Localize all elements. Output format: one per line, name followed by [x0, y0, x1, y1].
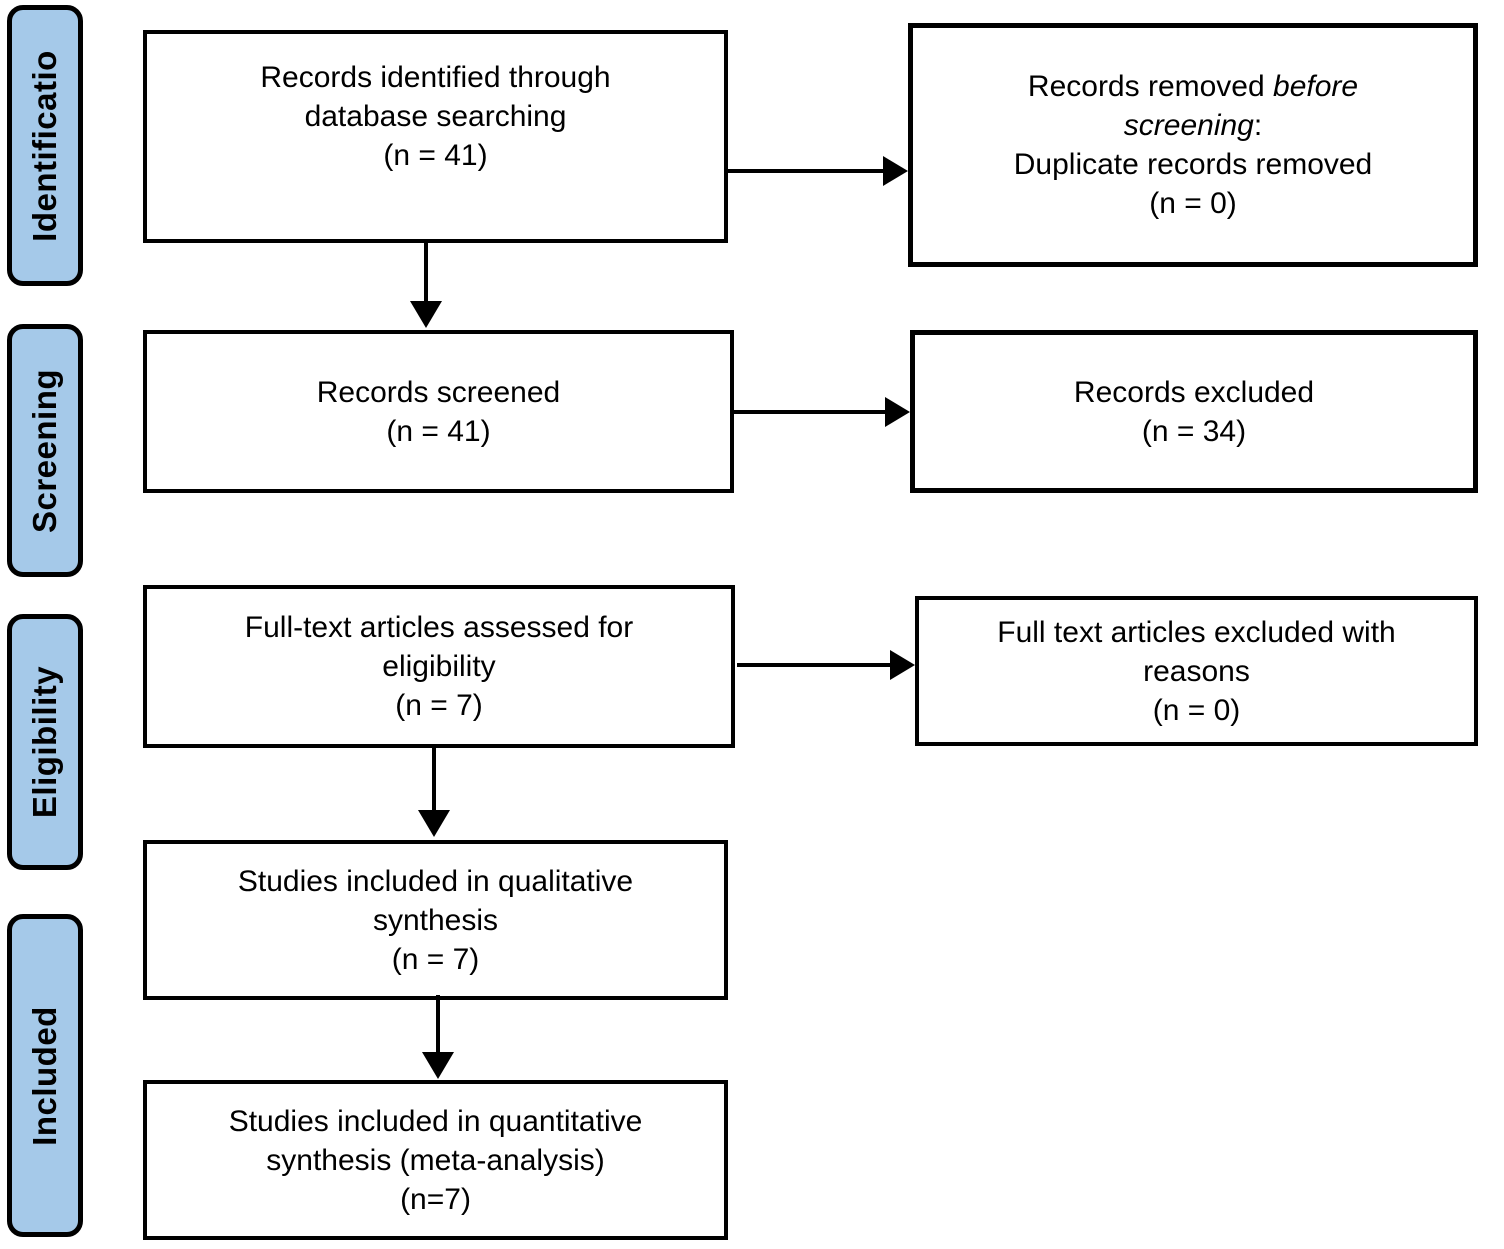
text-line: Full text articles excluded with	[997, 615, 1396, 649]
text-line: Duplicate records removed	[1013, 148, 1373, 181]
box-quantitative-synthesis: Studies included in quantitative synthes…	[143, 1080, 728, 1240]
arrow-screened-to-excluded-head	[885, 397, 910, 427]
text-line: database searching	[304, 100, 567, 133]
text-line: (n = 41)	[386, 414, 491, 448]
arrow-fulltext-to-excluded-head	[890, 650, 915, 680]
arrow-fulltext-to-qualitative-head	[418, 810, 450, 837]
stage-screening: Screening	[7, 324, 83, 577]
text-line: (n = 0)	[1152, 693, 1241, 727]
stage-identification-label: Identificatio	[26, 49, 63, 242]
text-line: synthesis (meta-analysis)	[266, 1143, 605, 1177]
arrow-identified-to-removed-head	[883, 156, 908, 186]
text-segment: Records removed	[1027, 70, 1274, 103]
box-records-excluded: Records excluded (n = 34)	[910, 330, 1478, 493]
text-line: Studies included in qualitative	[237, 864, 634, 898]
arrow-screened-to-excluded-line	[730, 410, 888, 414]
text-line: Records identified through	[260, 61, 611, 94]
arrow-identified-to-screened-head	[410, 301, 442, 328]
box-fulltext-excluded: Full text articles excluded with reasons…	[915, 596, 1478, 746]
text-line: (n=7)	[400, 1182, 471, 1216]
text-line: (n = 0)	[1149, 187, 1237, 220]
arrow-qualitative-to-quantitative-head	[422, 1052, 454, 1079]
text-line: screening:	[1124, 106, 1262, 145]
text-line: synthesis	[372, 903, 499, 937]
box-qualitative-synthesis: Studies included in qualitative synthesi…	[143, 840, 728, 1000]
text-segment: :	[1253, 109, 1263, 142]
stage-included-label: Included	[26, 1005, 63, 1146]
text-line: (n = 7)	[395, 689, 483, 722]
text-line: reasons	[1143, 654, 1250, 688]
box-records-removed: Records removed before screening: Duplic…	[908, 23, 1478, 267]
arrow-identified-to-removed-line	[727, 169, 885, 173]
arrow-fulltext-to-excluded-line	[737, 663, 893, 667]
box-records-identified: Records identified through database sear…	[143, 30, 728, 243]
stage-eligibility-label: Eligibility	[26, 665, 63, 819]
stage-identification: Identificatio	[7, 5, 83, 286]
text-line: Studies included in quantitative	[228, 1104, 643, 1138]
text-segment-italic: screening	[1123, 109, 1254, 142]
text-line: (n = 7)	[391, 942, 480, 976]
text-line: Records removed before	[1028, 67, 1358, 106]
stage-eligibility: Eligibility	[7, 614, 83, 870]
text-segment-italic: before	[1273, 70, 1359, 103]
text-line: Full-text articles assessed for	[244, 611, 634, 644]
text-line: (n = 34)	[1141, 414, 1247, 448]
arrow-identified-to-screened-line	[424, 243, 428, 305]
text-line: (n = 41)	[383, 139, 488, 172]
stage-included: Included	[7, 914, 83, 1237]
stage-screening-label: Screening	[26, 368, 63, 533]
arrow-qualitative-to-quantitative-line	[436, 995, 440, 1055]
box-fulltext-assessed: Full-text articles assessed for eligibil…	[143, 585, 735, 748]
arrow-fulltext-to-qualitative-line	[432, 746, 436, 814]
text-line: eligibility	[382, 650, 496, 683]
text-line: Records screened	[316, 375, 561, 409]
text-line: Records excluded	[1073, 375, 1315, 409]
box-records-screened: Records screened (n = 41)	[143, 330, 734, 493]
